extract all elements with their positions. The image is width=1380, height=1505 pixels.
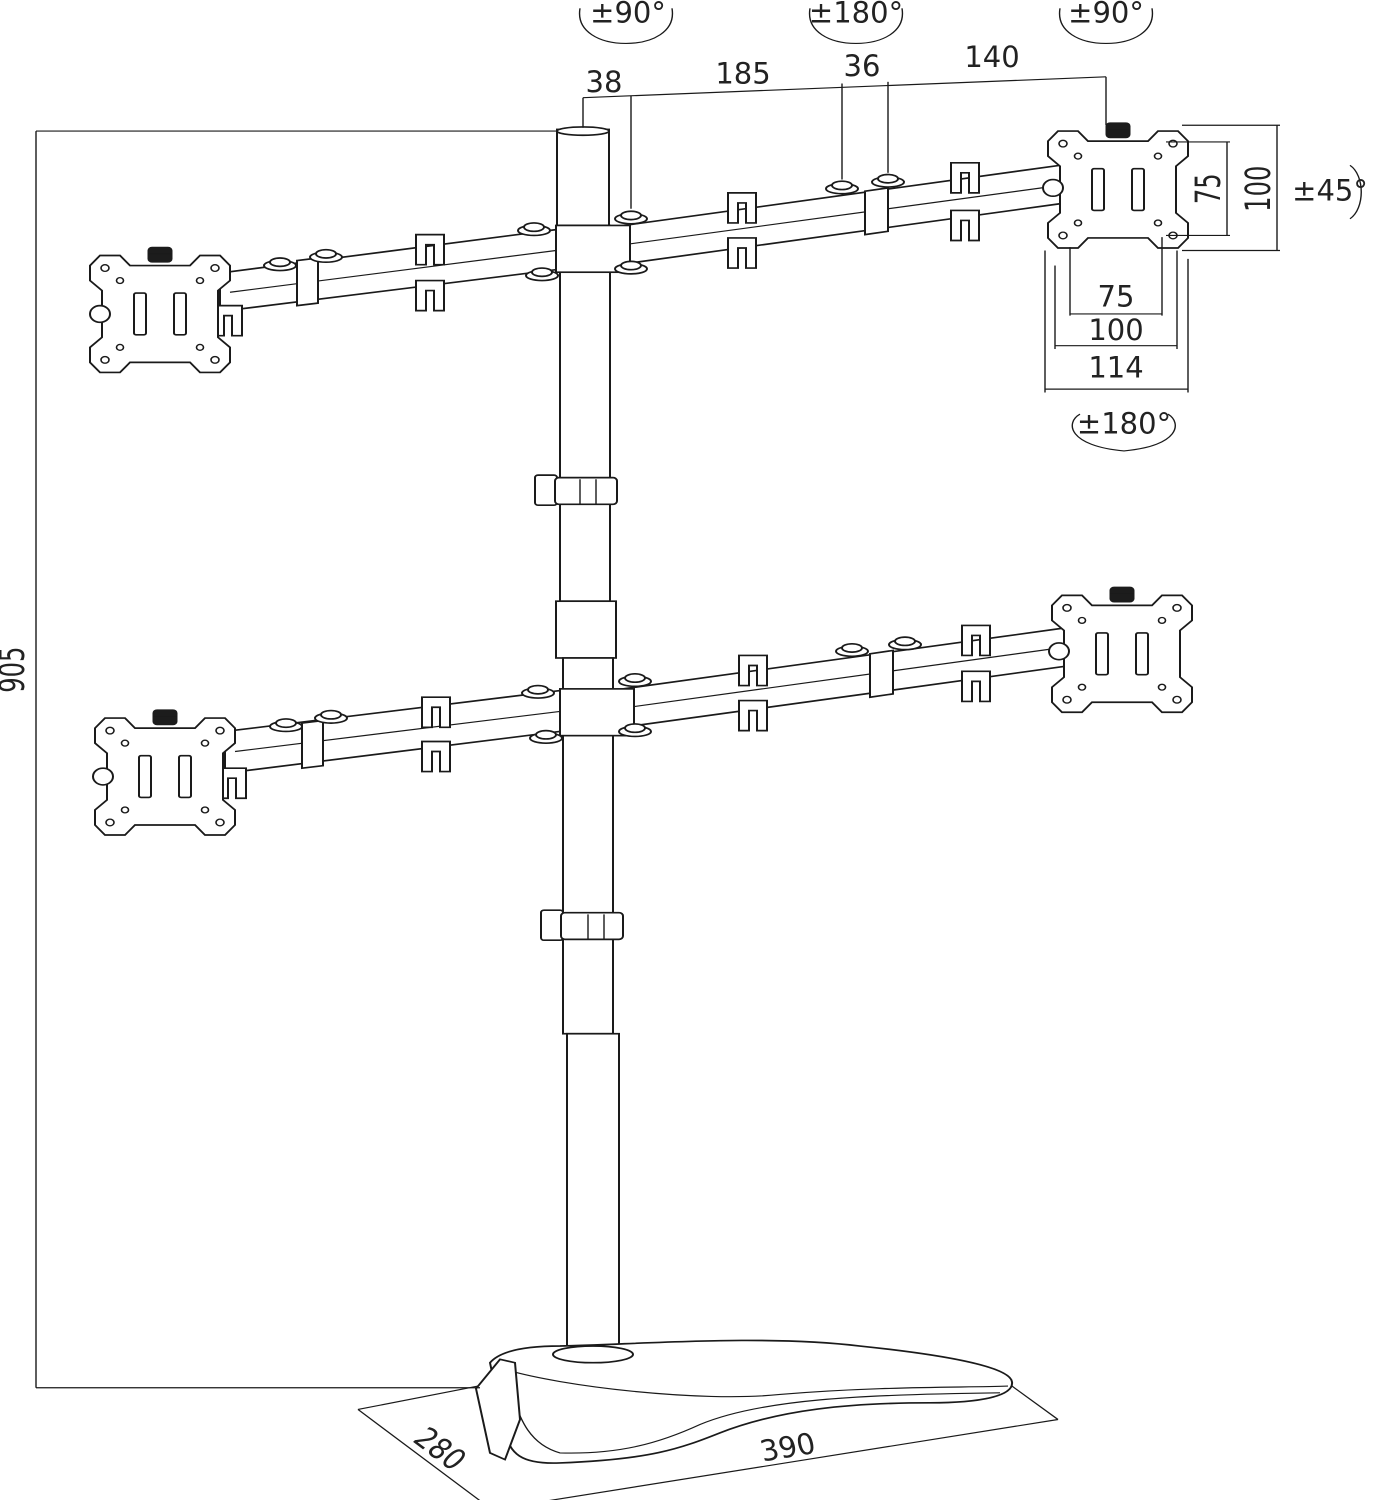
height-dimension bbox=[35, 130, 557, 1389]
vesa-vertical-large: 100 bbox=[1239, 166, 1280, 212]
vesa-horizontal-small: 75 bbox=[1098, 279, 1135, 313]
vesa-plate-width: 114 bbox=[1088, 350, 1143, 384]
dim-pole-offset: 38 bbox=[586, 65, 623, 99]
base-depth-label: 280 bbox=[406, 1421, 474, 1477]
rotation-top-center-label: ±180° bbox=[809, 0, 903, 30]
dim-arm-segment-1: 185 bbox=[715, 56, 770, 90]
rotation-top-right-label: ±90° bbox=[1068, 0, 1144, 30]
rotation-indicator-top-center bbox=[808, 8, 904, 45]
dim-arm-segment-2: 140 bbox=[964, 40, 1019, 74]
rotation-side-label: ±45° bbox=[1292, 173, 1368, 207]
vesa-horizontal-dimensions bbox=[1044, 237, 1189, 393]
arm-length-dimension bbox=[582, 76, 1107, 209]
rotation-indicator-side bbox=[1349, 164, 1362, 220]
height-label: 905 bbox=[0, 647, 33, 693]
rotation-indicator-top-right bbox=[1058, 8, 1154, 45]
pole-cable-clamp-upper bbox=[534, 474, 618, 507]
rotation-indicator-vesa bbox=[1071, 413, 1176, 452]
vesa-vertical-small: 75 bbox=[1189, 173, 1230, 204]
pole-cable-clamp-lower bbox=[540, 909, 624, 942]
vesa-horizontal-large: 100 bbox=[1088, 313, 1143, 347]
upper-arm-assembly bbox=[89, 121, 1189, 374]
rotation-top-left-label: ±90° bbox=[590, 0, 666, 30]
base-dimensions bbox=[357, 1385, 1059, 1505]
base-width-label: 390 bbox=[757, 1426, 819, 1468]
stand-pole bbox=[555, 126, 620, 1362]
lower-arm-assembly bbox=[92, 586, 1193, 837]
vesa-vertical-dimensions bbox=[1166, 124, 1280, 252]
dim-joint-width: 36 bbox=[844, 49, 881, 83]
stand-base bbox=[474, 1339, 1014, 1464]
rotation-vesa-label: ±180° bbox=[1077, 406, 1171, 440]
rotation-indicator-top-left bbox=[578, 8, 674, 45]
